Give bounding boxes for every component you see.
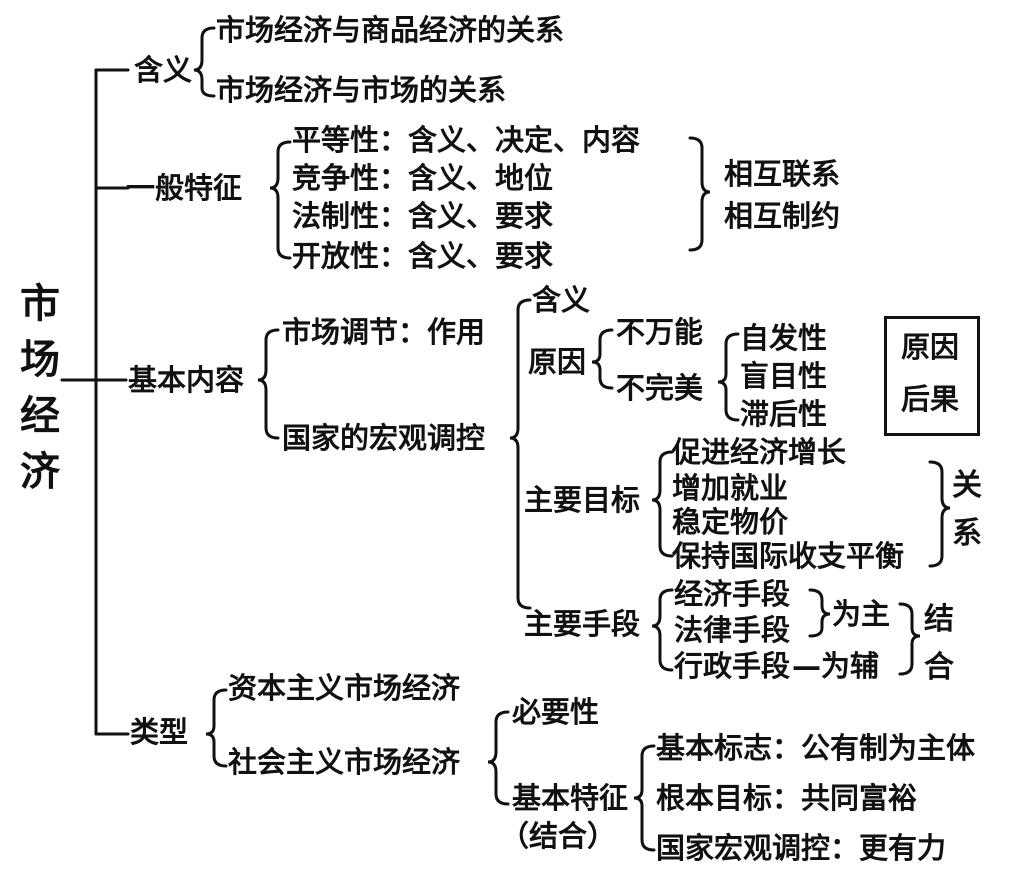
goal-item: 稳定物价 (672, 505, 789, 539)
means-item: 法律手段 (674, 613, 791, 647)
content-label: 基本内容 (128, 363, 245, 397)
reason-item: 不万能 (616, 315, 704, 349)
meaning-item: 市场经济与商品经济的关系 (216, 13, 565, 47)
means-auxiliary: —为辅 (792, 649, 880, 683)
means-combine: 结合 (924, 602, 954, 685)
means-label: 主要手段 (524, 607, 641, 641)
feature-item: 开放性：含义、要求 (292, 239, 554, 273)
box-effect: 后果 (901, 382, 960, 416)
meaning-item: 市场经济与市场的关系 (216, 73, 507, 107)
goal-item: 保持国际收支平衡 (672, 539, 905, 573)
cause-effect-box: 原因 后果 (884, 316, 980, 436)
macro-meaning: 含义 (532, 283, 591, 317)
types-label: 类型 (130, 715, 189, 749)
macro-control: 国家的宏观调控 (282, 421, 486, 455)
root-topic: 市场经济 (20, 281, 60, 495)
feature-item: 平等性：含义、决定、内容 (292, 123, 641, 157)
means-item: 经济手段 (674, 577, 791, 611)
reason-label: 原因 (528, 345, 587, 379)
features-relation: 相互制约 (724, 199, 841, 233)
box-cause: 原因 (901, 330, 960, 364)
socialist-features-label: 基本特征 (512, 781, 629, 815)
defect-item: 滞后性 (740, 397, 828, 431)
feature-item: 法制性：含义、要求 (292, 199, 554, 233)
necessity: 必要性 (512, 695, 600, 729)
combine-note: （结合） (500, 819, 617, 853)
goals-label: 主要目标 (524, 483, 641, 517)
defect-item: 盲目性 (740, 359, 828, 393)
features-label: 一般特征 (126, 171, 243, 205)
socialist-feature: 基本标志：公有制为主体 (656, 731, 976, 765)
means-item: 行政手段 (674, 649, 791, 683)
market-regulation: 市场调节：作用 (282, 315, 486, 349)
defect-item: 自发性 (740, 321, 828, 355)
type-item: 社会主义市场经济 (228, 745, 461, 779)
type-item: 资本主义市场经济 (228, 671, 461, 705)
goal-item: 增加就业 (672, 471, 789, 505)
features-relation: 相互联系 (724, 157, 841, 191)
reason-item: 不完美 (616, 371, 704, 405)
feature-item: 竞争性：含义、地位 (292, 161, 554, 195)
socialist-feature: 根本目标：共同富裕 (656, 781, 918, 815)
means-primary: 为主 (832, 597, 891, 631)
goal-item: 促进经济增长 (672, 435, 847, 469)
goals-relation: 关系 (952, 468, 982, 551)
meaning-label: 含义 (134, 53, 193, 87)
socialist-feature: 国家宏观调控：更有力 (656, 831, 947, 865)
